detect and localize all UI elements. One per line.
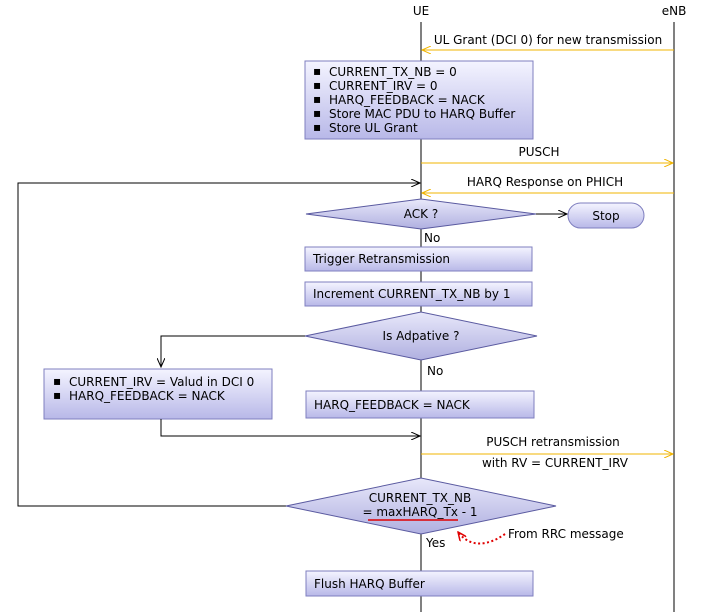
harq-nack-label: HARQ_FEEDBACK = NACK: [314, 398, 471, 412]
init-bullet-5: ▪: [313, 120, 321, 134]
init-item-4: Store MAC PDU to HARQ Buffer: [329, 107, 515, 121]
init-box-items: ▪ CURRENT_TX_NB = 0 ▪ CURRENT_IRV = 0 ▪ …: [313, 64, 515, 135]
adaptive-item-2: HARQ_FEEDBACK = NACK: [69, 389, 226, 403]
rrc-annotation-label: From RRC message: [508, 527, 624, 541]
adaptive-decision-label: Is Adpative ?: [383, 329, 460, 343]
max-tx-label-2: = maxHARQ_Tx - 1: [362, 505, 477, 519]
init-item-3: HARQ_FEEDBACK = NACK: [329, 93, 486, 107]
increment-label: Increment CURRENT_TX_NB by 1: [313, 287, 510, 301]
enb-label: eNB: [662, 4, 687, 18]
pusch-label: PUSCH: [518, 145, 559, 159]
adaptive-no-label: No: [427, 364, 443, 378]
init-box: [304, 60, 534, 140]
max-yes-label: Yes: [425, 536, 445, 550]
ack-no-label: No: [424, 231, 440, 245]
trigger-retx-box: [304, 246, 533, 272]
loop-back-line: [17, 183, 420, 507]
adaptive-decision: [304, 311, 538, 361]
max-tx-label-1: CURRENT_TX_NB: [369, 491, 472, 505]
ue-label: UE: [413, 4, 429, 18]
pusch-retx-label-2: with RV = CURRENT_IRV: [482, 456, 629, 470]
adaptive-item-1: CURRENT_IRV = Valud in DCI 0: [69, 375, 254, 389]
init-item-1: CURRENT_TX_NB = 0: [329, 65, 457, 79]
adaptive-left-line: [161, 335, 305, 367]
flush-box: [305, 570, 534, 597]
max-tx-decision: [285, 477, 557, 535]
adaptive-bullet-2: ▪: [53, 388, 61, 402]
ack-decision-label: ACK ?: [404, 207, 438, 221]
trigger-retx-label: Trigger Retransmission: [312, 252, 450, 266]
init-item-5: Store UL Grant: [329, 121, 418, 135]
init-bullet-4: ▪: [313, 106, 321, 120]
init-bullet-3: ▪: [313, 92, 321, 106]
init-bullet-2: ▪: [313, 78, 321, 92]
ul-grant-label: UL Grant (DCI 0) for new transmission: [434, 33, 662, 47]
init-bullet-1: ▪: [313, 64, 321, 78]
rrc-annotation-arrow: [458, 532, 506, 545]
stop-label: Stop: [592, 209, 619, 223]
stop-terminal: [567, 202, 645, 229]
flush-label: Flush HARQ Buffer: [314, 577, 425, 591]
adaptive-merge-line: [160, 419, 420, 436]
adaptive-bullet-1: ▪: [53, 374, 61, 388]
increment-box: [304, 281, 533, 307]
adaptive-params-box: [43, 368, 273, 420]
harq-nack-box: [305, 390, 535, 419]
init-item-2: CURRENT_IRV = 0: [329, 79, 437, 93]
pusch-retx-label-1: PUSCH retransmission: [486, 435, 620, 449]
harq-response-label: HARQ Response on PHICH: [467, 175, 623, 189]
